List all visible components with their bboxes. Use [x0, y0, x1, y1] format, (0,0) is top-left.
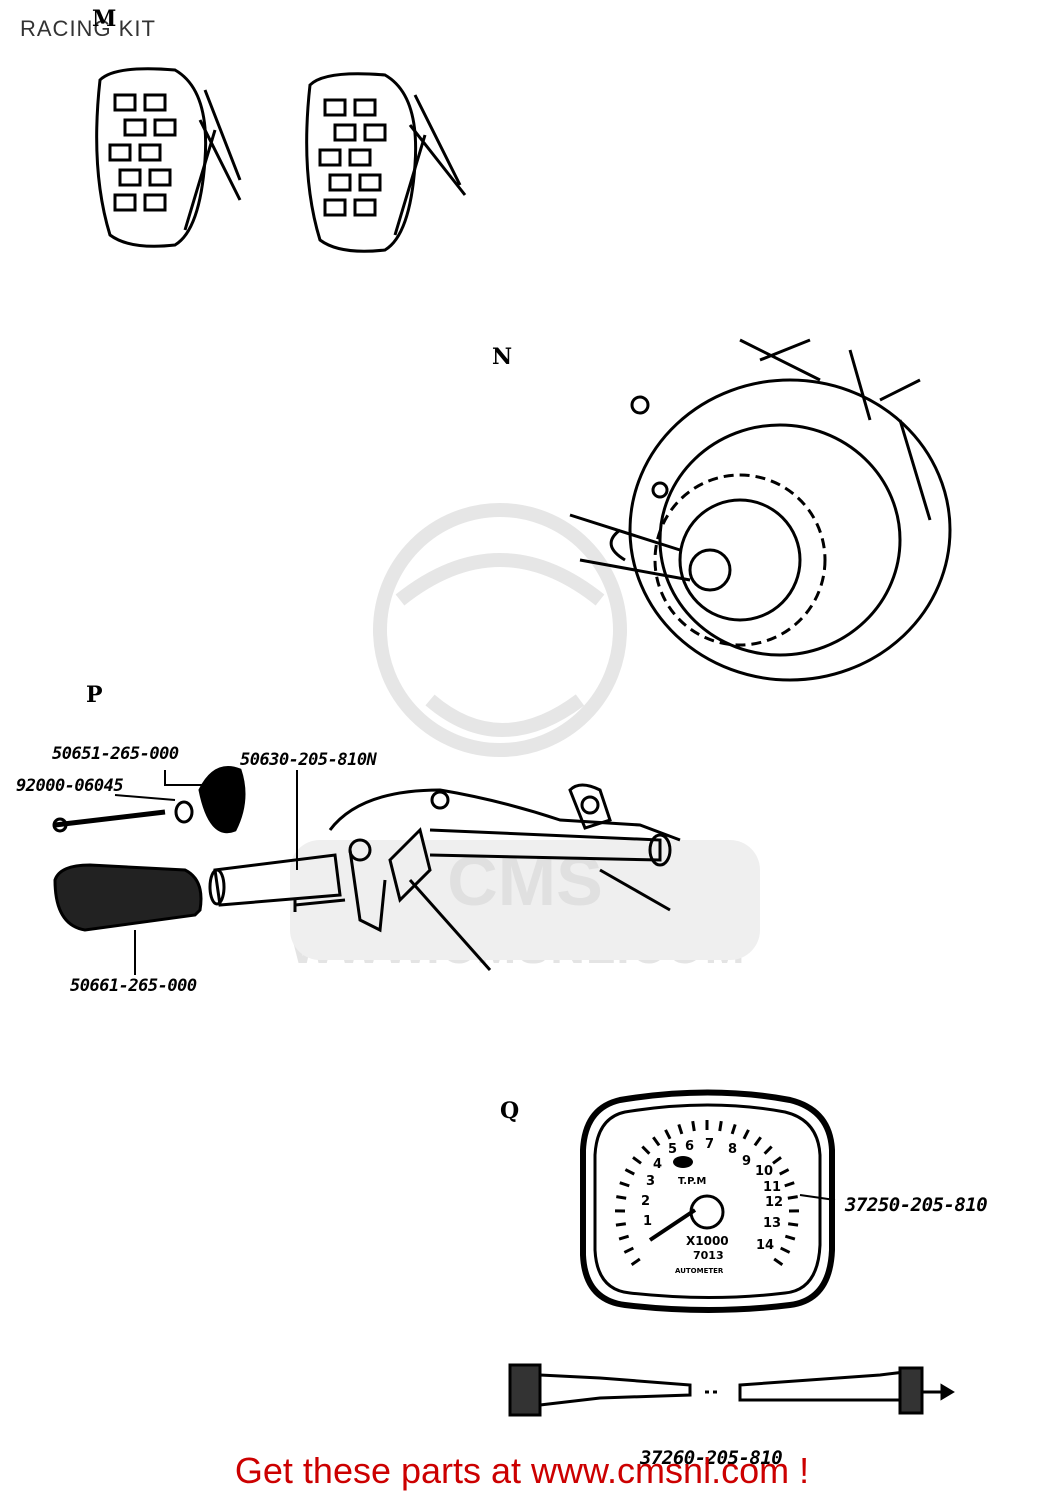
gauge-tick	[787, 1222, 799, 1227]
part-number-37250-205-810[interactable]: 37250-205-810	[845, 1194, 988, 1216]
gauge-multiplier: X1000	[686, 1234, 729, 1248]
svg-text:CMS: CMS	[447, 842, 603, 920]
gauge-tick	[784, 1181, 795, 1188]
gauge-number: 10	[755, 1164, 773, 1179]
gauge-number: 13	[763, 1216, 781, 1231]
gauge-tick	[753, 1136, 762, 1147]
gauge-tick	[664, 1129, 672, 1140]
section-label-n: N	[492, 344, 513, 370]
watermark-logo	[373, 503, 627, 757]
gauge-tick	[718, 1120, 723, 1132]
gauge-number: 4	[653, 1157, 662, 1172]
gauge-tick	[630, 1257, 641, 1266]
section-label-p: P	[86, 682, 103, 708]
gauge-number: 11	[763, 1180, 781, 1195]
tachometer-drawing	[580, 1089, 835, 1313]
leader-lines	[114, 770, 836, 1201]
gauge-model: 7013	[693, 1249, 724, 1262]
gauge-tick	[677, 1123, 684, 1135]
part-number-92000-06045[interactable]: 92000-06045	[16, 776, 124, 796]
rear-hub-sprocket-drawing	[569, 338, 952, 682]
footpeg-assembly-drawing	[52, 766, 681, 971]
gauge-tick	[773, 1257, 784, 1266]
tachometer-cable-drawing	[508, 1363, 955, 1417]
gauge-tick	[618, 1234, 630, 1241]
gauge-tick	[619, 1181, 630, 1188]
gauge-tick	[787, 1195, 798, 1200]
gauge-tick	[742, 1129, 750, 1140]
gauge-number: 7	[705, 1137, 714, 1152]
footer-link[interactable]: Get these parts at www.cmsnl.com !	[234, 1450, 810, 1491]
part-number-50661-265-000[interactable]: 50661-265-000	[70, 976, 197, 996]
gauge-tick	[763, 1145, 773, 1155]
gauge-number: 9	[742, 1154, 751, 1169]
part-number-50651-265-000[interactable]: 50651-265-000	[52, 744, 179, 764]
tyre-drawing-left	[95, 67, 242, 248]
gauge-tick	[652, 1136, 661, 1147]
tyre-drawing-right	[305, 72, 467, 253]
section-label-m: M	[92, 6, 117, 32]
tachometer-numbers: 1 2 3 4 5 6 7 8 9 10 11 12 13 14	[641, 1137, 783, 1253]
gauge-number: 5	[668, 1142, 677, 1157]
gauge-number: 12	[765, 1195, 783, 1210]
gauge-tick	[615, 1222, 627, 1227]
gauge-number: 8	[728, 1142, 737, 1157]
gauge-tick	[779, 1246, 791, 1254]
section-label-q: Q	[500, 1098, 520, 1124]
gauge-tick	[784, 1234, 796, 1241]
gauge-number: 2	[641, 1194, 650, 1209]
part-number-37260-205-810[interactable]: 37260-205-810	[640, 1447, 783, 1469]
gauge-brand: AUTOMETER	[675, 1267, 724, 1275]
gauge-number: 14	[756, 1238, 774, 1253]
gauge-tick	[641, 1145, 651, 1155]
gauge-tick	[624, 1168, 635, 1176]
gauge-number: 3	[646, 1174, 655, 1189]
gauge-tick	[691, 1120, 696, 1132]
gauge-number: 1	[643, 1214, 652, 1229]
tachometer-labels: T.P.M X1000 7013 AUTOMETER	[675, 1176, 729, 1275]
gauge-number: 6	[685, 1139, 694, 1154]
part-number-50630-205-810N[interactable]: 50630-205-810N	[240, 750, 377, 770]
gauge-tick	[779, 1168, 790, 1176]
gauge-tick	[730, 1123, 737, 1135]
gauge-tick	[772, 1156, 782, 1165]
gauge-rpm-label: T.P.M	[678, 1176, 706, 1187]
gauge-tick	[623, 1246, 635, 1254]
gauge-tick	[632, 1156, 642, 1165]
gauge-tick	[616, 1195, 627, 1200]
page-title: RACING KIT	[20, 16, 156, 41]
